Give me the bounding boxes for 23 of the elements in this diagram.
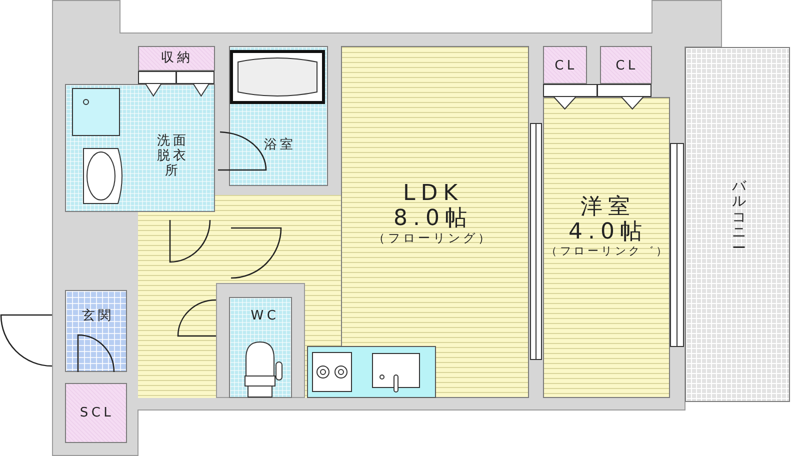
room-label: 洋室: [580, 194, 636, 220]
room-label: 8.0帖: [394, 206, 472, 232]
room-label: CL: [616, 60, 638, 74]
closet: [543, 46, 587, 84]
bedroom: [543, 97, 670, 398]
closet: [600, 46, 652, 84]
room-label: 4.0帖: [568, 220, 648, 245]
storage-room: [138, 46, 215, 71]
room-label: SCL: [80, 406, 114, 422]
room-label: 浴室: [264, 138, 296, 154]
room-label: 収納: [160, 52, 194, 66]
room-label: CL: [554, 60, 578, 74]
entrance: [65, 290, 127, 372]
living-room: [341, 46, 529, 398]
balcony: [685, 47, 790, 402]
room-label: 洗面脱衣所: [156, 134, 190, 180]
room-label: （フローリング）: [373, 231, 493, 246]
shoe-closet: [65, 383, 127, 443]
room-label: LDK: [402, 180, 464, 206]
room-label: （フローリンク゛）: [546, 244, 670, 258]
room-label: WC: [250, 310, 280, 324]
room-label: 玄関: [82, 310, 114, 324]
room-label: バルコニー: [732, 180, 746, 256]
